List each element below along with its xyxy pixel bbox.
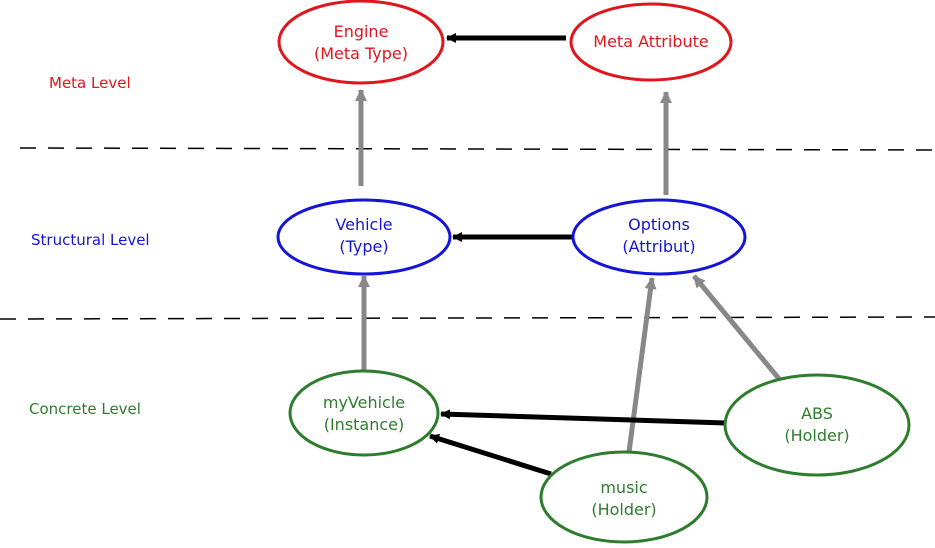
options-node-name: Options	[628, 215, 690, 234]
engine-node-kind: (Meta Type)	[314, 44, 408, 63]
engine-node[interactable]: Engine (Meta Type)	[277, 0, 445, 85]
engine-node-name: Engine	[334, 22, 389, 41]
music-node-kind: (Holder)	[591, 500, 656, 519]
music-node[interactable]: music (Holder)	[539, 450, 709, 544]
vehicle-node-kind: (Type)	[339, 237, 388, 256]
myvehicle-node-kind: (Instance)	[324, 415, 405, 434]
level-divider-meta-structural	[19, 147, 935, 151]
options-node[interactable]: Options (Attribut)	[571, 198, 747, 276]
level-divider-structural-concrete	[0, 316, 935, 320]
concrete-level-label: Concrete Level	[29, 400, 141, 418]
abs-node-kind: (Holder)	[784, 426, 849, 445]
abs-to-myvehicle-arrow	[440, 409, 727, 426]
music-node-name: music	[600, 478, 647, 497]
myvehicle-node[interactable]: myVehicle (Instance)	[288, 369, 440, 457]
vehicle-node-name: Vehicle	[335, 215, 392, 234]
music-to-options-arrow	[626, 277, 657, 453]
options-node-kind: (Attribut)	[622, 237, 695, 256]
abs-node[interactable]: ABS (Holder)	[723, 373, 911, 477]
meta-attribute-node-name: Meta Attribute	[593, 32, 708, 51]
abs-node-name: ABS	[801, 404, 833, 423]
vehicle-node[interactable]: Vehicle (Type)	[276, 198, 452, 276]
meta-attribute-node[interactable]: Meta Attribute	[569, 2, 733, 82]
myvehicle-node-name: myVehicle	[323, 393, 405, 412]
structural-level-label: Structural Level	[31, 231, 150, 249]
meta-level-label: Meta Level	[49, 74, 131, 92]
music-to-myvehicle-arrow	[429, 433, 552, 477]
abs-to-options-arrow	[692, 274, 782, 382]
